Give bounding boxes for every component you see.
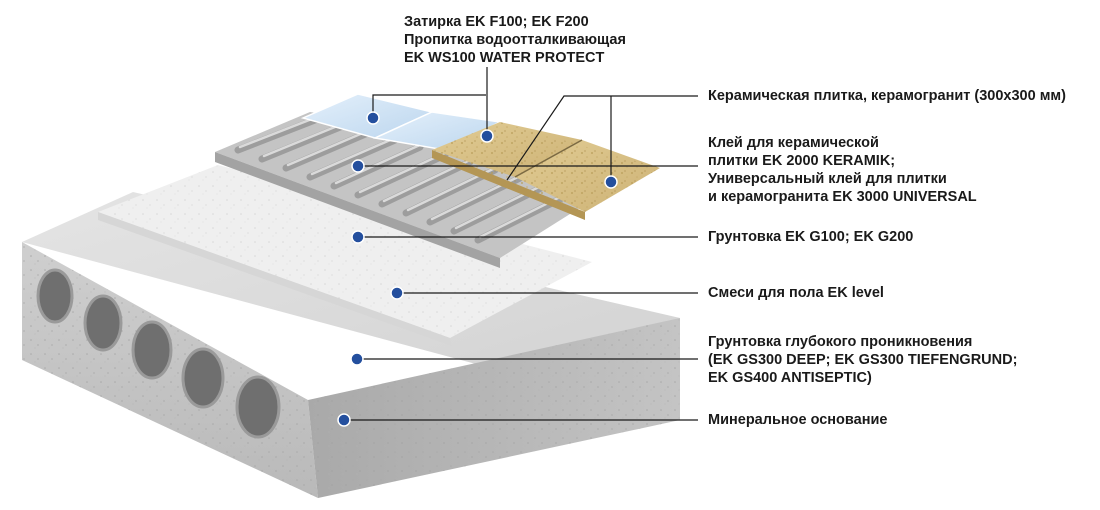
marker-primer	[351, 230, 365, 244]
label-adhesive-line1: Клей для керамической	[708, 135, 879, 151]
label-deep-primer-line3: EK GS400 ANTISEPTIC)	[708, 370, 872, 386]
label-adhesive-line2: плитки EK 2000 KERAMIK;	[708, 153, 896, 169]
tile-joint	[514, 139, 583, 178]
marker-impregnation	[480, 129, 494, 143]
marker-deep-primer	[350, 352, 364, 366]
label-base-text: Минеральное основание	[708, 412, 888, 428]
label-grout-line3: EK WS100 WATER PROTECT	[404, 50, 605, 66]
slab-hole	[131, 320, 173, 380]
label-grout-impregnation: Затирка EK F100; EK F200 Пропитка водоот…	[404, 13, 626, 67]
marker-grout	[366, 111, 380, 125]
label-grout-line1: Затирка EK F100; EK F200	[404, 14, 589, 30]
tile-beige-edge	[432, 150, 585, 220]
leveling-layer	[98, 165, 592, 346]
slab-hole	[83, 294, 123, 352]
marker-adhesive	[351, 159, 365, 173]
label-deep-primer-line1: Грунтовка глубокого проникновения	[708, 334, 973, 350]
label-grout-line2: Пропитка водоотталкивающая	[404, 32, 626, 48]
label-leveling: Смеси для пола EK level	[708, 284, 884, 302]
marker-leveling	[390, 286, 404, 300]
label-leveling-text: Смеси для пола EK level	[708, 285, 884, 301]
label-deep-primer-line2: (EK GS300 DEEP; EK GS300 TIEFENGRUND;	[708, 352, 1018, 368]
adhesive-front-edge	[215, 152, 500, 268]
marker-tile	[604, 175, 618, 189]
label-primer: Грунтовка EK G100; EK G200	[708, 228, 913, 246]
slab-hole	[235, 375, 281, 439]
leader-line-grout	[372, 94, 486, 118]
label-deep-primer: Грунтовка глубокого проникновения (EK GS…	[708, 333, 1017, 387]
leader-lines	[344, 67, 698, 421]
label-adhesive-line4: и керамогранита EK 3000 UNIVERSAL	[708, 189, 977, 205]
base-side-texture	[308, 318, 680, 498]
slab-hole	[36, 268, 74, 324]
markers	[337, 111, 618, 427]
tile-beige-texture	[432, 122, 660, 212]
leader-line-tile	[506, 95, 698, 181]
label-primer-text: Грунтовка EK G100; EK G200	[708, 229, 914, 245]
label-tile: Керамическая плитка, керамогранит (300х3…	[708, 87, 1066, 105]
slab-hole	[181, 347, 225, 409]
label-tile-text: Керамическая плитка, керамогранит (300х3…	[708, 88, 1066, 104]
leveling-texture	[98, 165, 592, 338]
label-adhesive-line3: Универсальный клей для плитки	[708, 171, 947, 187]
label-adhesive: Клей для керамической плитки EK 2000 KER…	[708, 134, 977, 206]
marker-base	[337, 413, 351, 427]
label-base: Минеральное основание	[708, 411, 887, 429]
adhesive-ridges	[234, 114, 574, 244]
leveling-front-edge	[98, 212, 452, 346]
